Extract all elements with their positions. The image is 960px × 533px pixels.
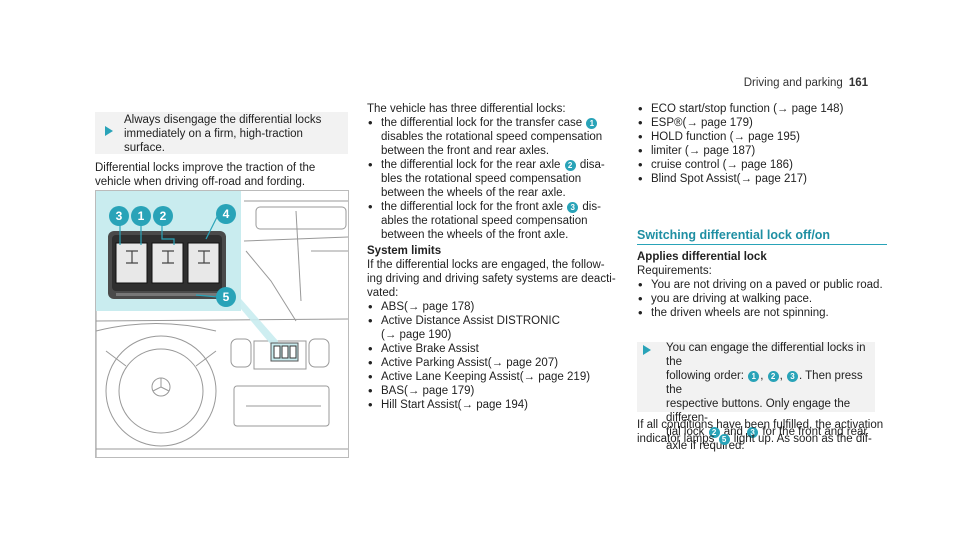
system-text: (→ page 190) [381,329,452,341]
list-item: ESP®(→ page 179) [637,116,887,130]
step-text-part: . Then press the [666,370,863,396]
step-arrow-icon [643,345,651,355]
note-box [95,112,348,154]
lock-2-text: between the wheels of the rear axle. [381,187,566,199]
lock-3-text: ables the rotational speed compensation [381,215,588,227]
step-line: following order: 1, 2, 3. Then press the [666,370,863,396]
callout-badge: 3 [747,427,759,438]
step-line: You can engage the differential locks in… [666,342,866,368]
lock-1-text: between the front and rear axles. [381,145,550,157]
note-arrow-icon [105,126,113,136]
dashboard-drawing [96,191,348,457]
list-item: Active Lane Keeping Assist(→ page 219) [367,370,627,384]
list-item: the differential lock for the front axle… [367,200,627,242]
note-line: immediately on a firm, high-traction [124,128,303,140]
note-line: Always disengage the differential locks [124,114,322,126]
systems-list-continued: ECO start/stop function (→ page 148) ESP… [637,102,887,186]
lock-2-text: disa- [576,159,605,171]
list-item: the differential lock for the transfer c… [367,116,627,158]
callout-badge: 3 [786,371,798,382]
callout-badge: 2 [708,427,720,438]
lock-2-text: bles the rotational speed compensation [381,173,582,185]
list-item: Blind Spot Assist(→ page 217) [637,172,887,186]
lock-3-text: between the wheels of the front axle. [381,229,569,241]
result-text-part: indicator lamps [637,433,715,445]
callout-5: 5 [216,287,236,307]
system-text: Active Distance Assist DISTRONIC [381,315,560,327]
section-name: Driving and parking [743,77,843,89]
intro-line: Differential locks improve the traction … [95,162,316,174]
page-header: Driving and parking 161 [744,76,868,90]
list-item: you are driving at walking pace. [637,292,892,306]
list-item: the driven wheels are not spinning. [637,306,892,320]
list-item: the differential lock for the rear axle … [367,158,627,200]
page-number: 161 [848,77,868,89]
limits-line: vated: [367,287,399,299]
result-paragraph: If all conditions have been fulfilled, t… [637,418,897,446]
list-item: ABS(→ page 178) [367,300,627,314]
requirements-list: You are not driving on a paved or public… [637,278,892,320]
system-limits-heading: System limits [367,245,442,257]
step-line: respective buttons. Only engage the diff… [666,398,851,424]
callout-4: 4 [216,204,236,224]
list-item: limiter (→ page 187) [637,144,887,158]
list-item: ECO start/stop function (→ page 148) [637,102,887,116]
list-item: You are not driving on a paved or public… [637,278,892,292]
locks-lead: The vehicle has three differential locks… [367,103,566,115]
step-text-part: for the front and rear [762,426,868,438]
list-item: cruise control (→ page 186) [637,158,887,172]
locks-list: the differential lock for the transfer c… [367,116,627,242]
list-item: HOLD function (→ page 195) [637,130,887,144]
lock-3-text: dis- [579,201,601,213]
note-line: surface. [124,142,165,154]
result-line: If all conditions have been fulfilled, t… [637,419,884,431]
column-3-body: Applies differential lock Requirements: … [637,250,892,320]
column-2: The vehicle has three differential locks… [367,102,627,412]
step-text-part: tial lock [666,426,705,438]
limits-line: ing driving and driving safety systems a… [367,273,616,285]
subheading: Applies differential lock [637,251,767,263]
callout-badge: 3 [567,202,579,213]
systems-list: ABS(→ page 178) Active Distance Assist D… [367,300,627,412]
result-text-part: light up. As soon as the dif- [733,433,872,445]
callout-1: 1 [131,206,151,226]
callout-badge: 5 [718,434,730,445]
section-title: Switching differential lock off/on [637,228,831,242]
requirements-label: Requirements: [637,265,712,277]
dashboard-illustration: 3 1 2 4 5 [95,190,349,458]
column-3: ECO start/stop function (→ page 148) ESP… [637,102,887,186]
list-item: BAS(→ page 179) [367,384,627,398]
list-item: Active Brake Assist [367,342,627,356]
step-text-part: following order: [666,370,744,382]
result-line: indicator lamps 5 light up. As soon as t… [637,432,897,446]
lock-1-text: disables the rotational speed compensati… [381,131,603,143]
callout-badge: 2 [767,371,779,382]
step-text: You can engage the differential locks in… [666,341,881,453]
callout-badge: 1 [748,371,760,382]
section-rule [637,244,887,245]
list-item: Hill Start Assist(→ page 194) [367,398,627,412]
callout-badge: 2 [564,160,576,171]
list-item: Active Parking Assist(→ page 207) [367,356,627,370]
lock-3-text: the differential lock for the front axle [381,201,563,213]
callout-badge: 1 [586,118,598,129]
intro-paragraph: Differential locks improve the traction … [95,161,350,189]
note-text: Always disengage the differential locks … [124,113,344,155]
limits-line: If the differential locks are engaged, t… [367,259,605,271]
intro-line: vehicle when driving off-road and fordin… [95,176,306,188]
callout-2: 2 [153,206,173,226]
lock-2-text: the differential lock for the rear axle [381,159,561,171]
callout-3: 3 [109,206,129,226]
lock-1-text: the differential lock for the transfer c… [381,117,583,129]
list-item: Active Distance Assist DISTRONIC (→ page … [367,314,627,342]
